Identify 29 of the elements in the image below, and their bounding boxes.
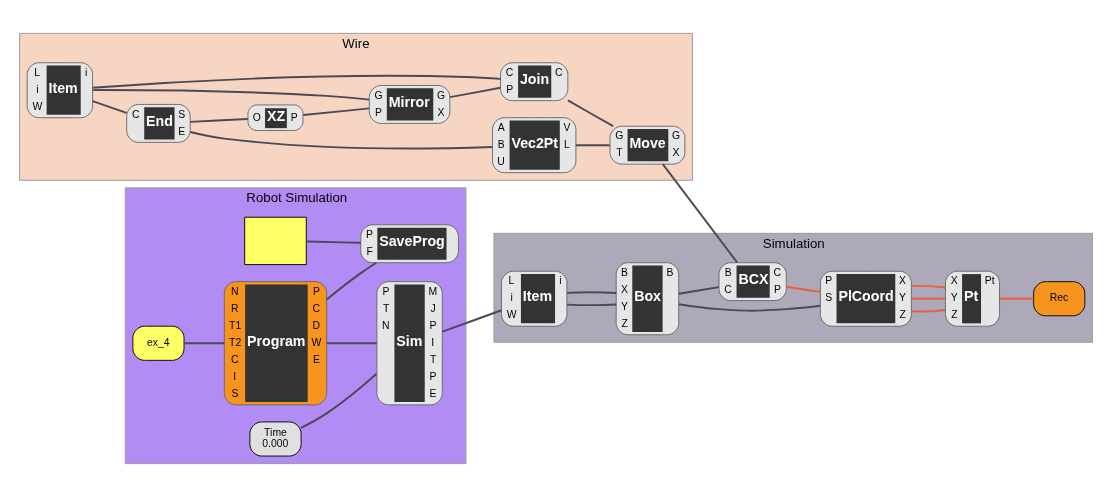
connector xyxy=(677,302,822,312)
connector xyxy=(325,341,378,344)
connector xyxy=(91,74,502,89)
connector xyxy=(910,284,947,288)
connector xyxy=(910,297,947,300)
connector xyxy=(300,372,378,429)
node-box: Rec xyxy=(1033,280,1086,316)
connector xyxy=(677,285,720,295)
connector xyxy=(661,162,739,263)
connector xyxy=(566,290,618,294)
connector xyxy=(189,130,494,149)
connector xyxy=(91,88,371,101)
connector xyxy=(785,285,821,293)
node-box: Time 0.000 xyxy=(249,420,302,457)
connector xyxy=(305,240,362,244)
connector xyxy=(302,106,371,116)
node-box: ex_4 xyxy=(132,325,185,361)
connector xyxy=(910,308,947,312)
connector xyxy=(566,303,618,306)
connector xyxy=(325,261,378,300)
connector xyxy=(189,117,249,123)
connector xyxy=(575,143,611,146)
connector xyxy=(183,341,226,344)
node-box xyxy=(244,216,307,265)
connector xyxy=(449,86,502,98)
connector xyxy=(998,297,1035,300)
connector xyxy=(91,99,128,114)
connector xyxy=(441,308,503,333)
connector xyxy=(567,98,615,127)
